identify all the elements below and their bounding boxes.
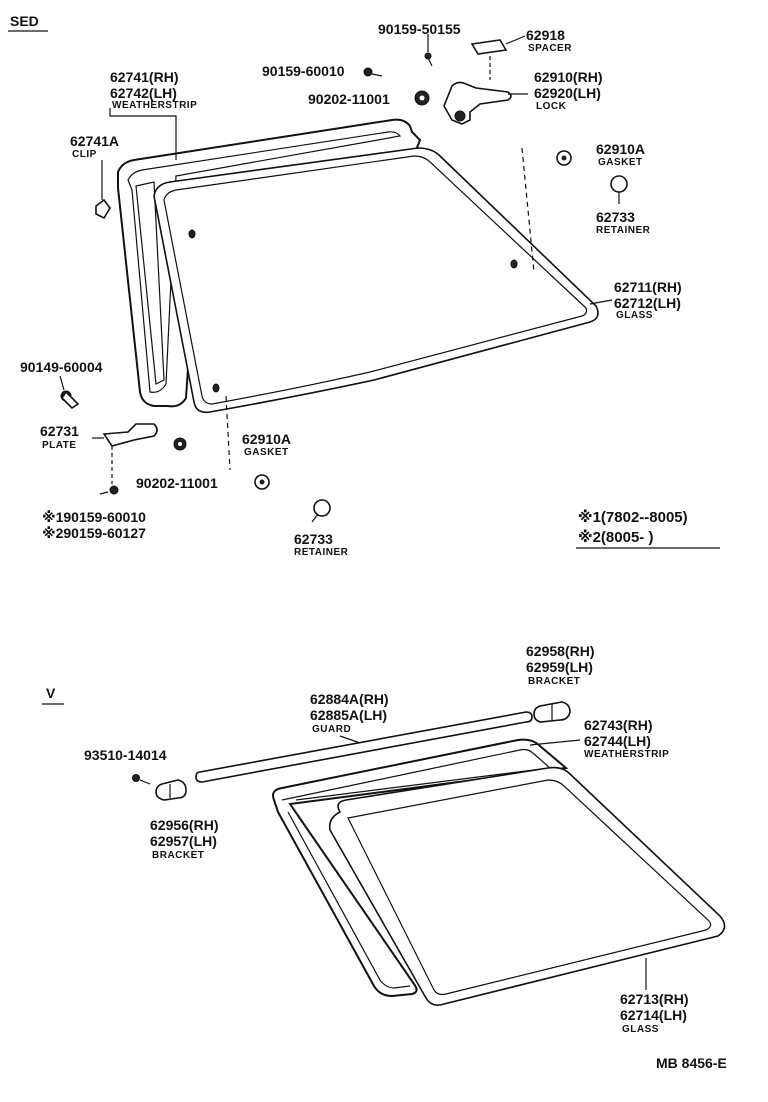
label-guard-rh: 62884A(RH) [310,691,389,707]
dash-retainer-top [521,147,535,273]
label-glass-sed-lh: 62712(LH) [614,295,681,311]
gasket-bottom-hole [259,479,265,485]
lock-knob [454,110,466,122]
section-title-v: V [46,685,56,701]
weatherstrip-v [272,738,569,998]
label-gasket-top-name: GASKET [598,157,643,168]
glass-v-inner [347,779,712,996]
screw-top-shank [427,57,433,67]
label-screw-mid: 90159-60010 [262,63,345,79]
label-guard-name: GUARD [312,724,351,735]
weatherstrip-v-inner [281,748,552,801]
label-plate-name: PLATE [42,440,77,451]
label-washer-top: 90202-11001 [308,91,390,107]
label-ws-v-lh: 62744(LH) [584,733,651,749]
screw-mid-icon [363,67,373,77]
spacer [470,39,508,55]
plate-icon [102,423,158,447]
leader-weatherstrip-sed [109,108,177,160]
sed-section: SED [8,13,720,558]
label-ws-v-name: WEATHERSTRIP [584,749,669,760]
retainer-bottom-icon [313,499,331,517]
glass-hole-2 [510,259,518,269]
label-retainer-top-name: RETAINER [596,225,651,236]
gasket-top-hole [561,155,567,161]
label-retainer-bottom-name: RETAINER [294,547,349,558]
screw-v-icon [132,774,140,782]
label-bracket-l-name: BRACKET [152,850,204,861]
label-screw-top: 90159-50155 [378,21,461,37]
label-bracket-l-rh: 62956(RH) [150,817,218,833]
weatherstrip-inner-channel [135,181,165,385]
glass-sed [153,147,599,414]
section-title-sed: SED [10,13,39,29]
footer-code: MB 8456-E [656,1055,727,1071]
label-plate-pn: 62731 [40,423,79,439]
label-clip-pn: 62741A [70,133,119,149]
label-bolt-left: 90149-60004 [20,359,103,375]
retainer-top-icon [610,175,628,193]
label-bracket-r-rh: 62958(RH) [526,643,594,659]
label-note-screw1: ※190159-60010 [42,509,146,525]
label-bracket-l-lh: 62957(LH) [150,833,217,849]
screw-v-shank [139,779,151,785]
label-lock-lh: 62920(LH) [534,85,601,101]
leader-spacer [505,35,526,45]
label-gasket-top-pn: 62910A [596,141,645,157]
label-clip-name: CLIP [72,149,97,160]
leader-glass-sed [589,299,613,305]
retainer-bottom-stem [311,513,319,523]
label-retainer-top-pn: 62733 [596,209,635,225]
label-glass-sed-rh: 62711(RH) [614,279,682,295]
dash-retainer-bottom [225,395,231,471]
glass-v [328,766,726,1006]
label-lock-rh: 62910(RH) [534,69,602,85]
label-range1: ※1(7802--8005) [578,508,688,526]
label-retainer-bottom-pn: 62733 [294,531,333,547]
bracket-left-icon [155,779,187,801]
label-glass-v-name: GLASS [622,1024,659,1035]
label-bracket-r-lh: 62959(LH) [526,659,593,675]
label-ws-sed-rh: 62741(RH) [110,69,178,85]
bolt-left-body [60,390,80,410]
label-glass-v-rh: 62713(RH) [620,991,688,1007]
label-ws-v-rh: 62743(RH) [584,717,652,733]
leader-bolt-left [59,375,65,391]
screw-bottom-icon [109,485,119,495]
lock-assembly [443,81,512,125]
label-gasket-bottom-name: GASKET [244,447,289,458]
label-glass-sed-name: GLASS [616,310,653,321]
label-spacer-name: SPACER [528,43,572,54]
clip-icon [95,198,111,220]
glass-hole-3 [212,383,220,393]
screw-mid-shank [371,73,383,77]
weatherstrip-v-channel [287,811,411,989]
leader-weatherstrip-v [529,739,581,746]
glass-hole-1 [188,229,196,239]
leader-guard [339,735,361,744]
weatherstrip-inner-line [127,131,402,393]
label-ws-sed-lh: 62742(LH) [110,85,177,101]
label-range2: ※2(8005- ) [578,528,653,546]
guard-rod [195,711,533,783]
label-lock-name: LOCK [536,101,567,112]
label-washer-bottom: 90202-11001 [136,475,218,491]
glass-inner-edge [163,155,588,405]
label-note-screw2: ※290159-60127 [42,525,146,541]
label-gasket-bottom-pn: 62910A [242,431,291,447]
v-section: V 62958(RH) 62959(LH) BRACKET 62884A(RH)… [42,643,726,1035]
washer-top-hole [419,95,425,101]
label-guard-lh: 62885A(LH) [310,707,387,723]
screw-bottom-shank [99,491,109,495]
label-ws-sed-name: WEATHERSTRIP [112,100,197,111]
label-glass-v-lh: 62714(LH) [620,1007,687,1023]
label-spacer-pn: 62918 [526,27,565,43]
label-bracket-r-name: BRACKET [528,676,580,687]
washer-bottom-hole [178,442,182,446]
label-screw-v: 93510-14014 [84,747,167,763]
